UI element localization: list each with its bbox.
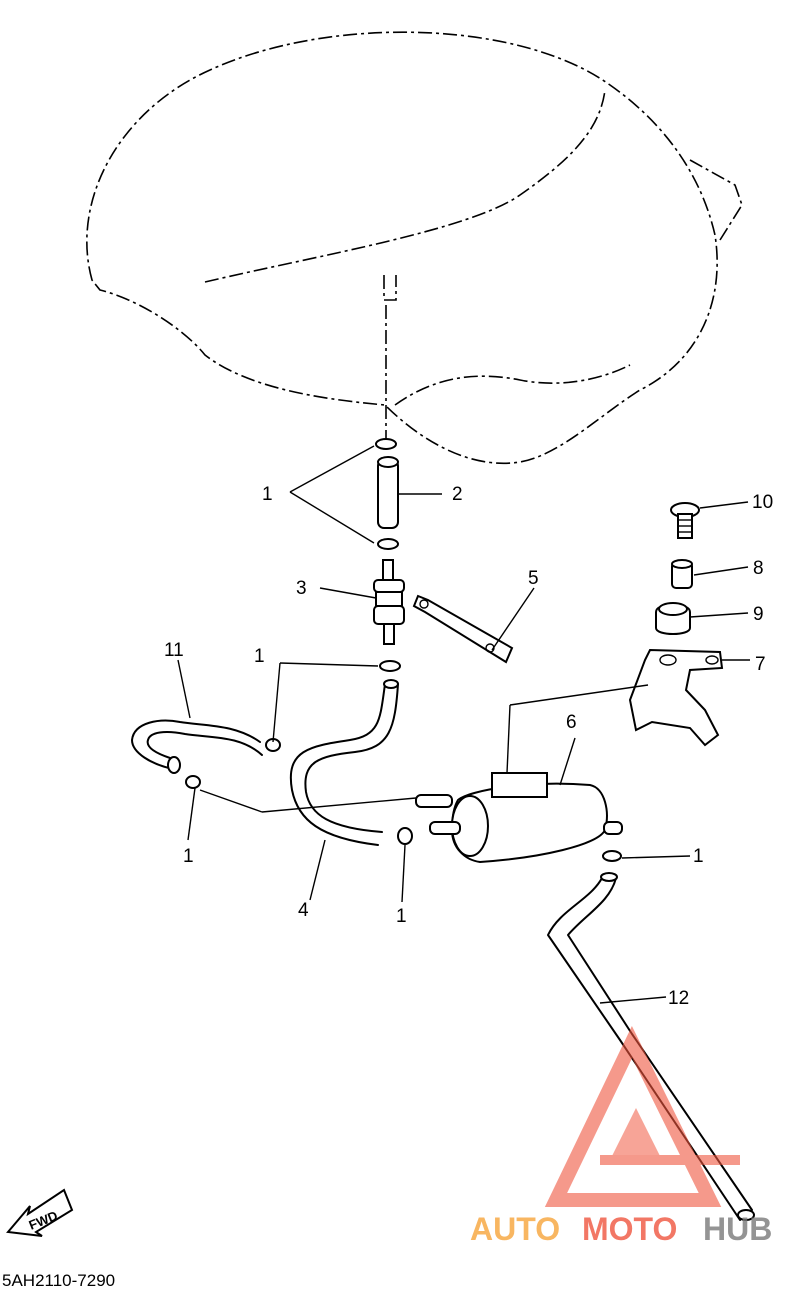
grommet-9 bbox=[655, 602, 691, 635]
callout-1: 1 bbox=[183, 846, 194, 867]
hose-clip-1 bbox=[185, 438, 622, 862]
hose-11 bbox=[131, 719, 263, 774]
fuel-filter-3 bbox=[373, 559, 405, 645]
watermark-text-hub: HUB bbox=[703, 1211, 772, 1247]
callout-7: 7 bbox=[755, 654, 766, 675]
fwd-arrow: FWD bbox=[6, 1188, 74, 1237]
hose-12 bbox=[547, 872, 755, 1221]
strap-5 bbox=[412, 594, 514, 664]
callout-1: 1 bbox=[396, 906, 407, 927]
diagram-code: 5AH2110-7290 bbox=[2, 1271, 115, 1290]
fuel-tank bbox=[86, 31, 743, 464]
callouts: 1 2 3 5 1 11 1 4 1 6 1 12 7 9 8 10 bbox=[164, 484, 773, 1009]
screw-10 bbox=[670, 502, 700, 539]
callout-11: 11 bbox=[164, 640, 184, 661]
callout-5: 5 bbox=[528, 568, 539, 589]
watermark-logo bbox=[544, 1026, 740, 1207]
callout-6: 6 bbox=[566, 712, 577, 733]
callout-1: 1 bbox=[254, 646, 265, 667]
callout-8: 8 bbox=[753, 558, 764, 579]
bracket-7 bbox=[628, 648, 724, 747]
collar-8 bbox=[671, 559, 693, 589]
callout-12: 12 bbox=[668, 988, 689, 1009]
watermark-text-moto: MOTO bbox=[582, 1211, 677, 1247]
callout-1: 1 bbox=[693, 846, 704, 867]
canister-6 bbox=[415, 772, 623, 864]
watermark-text-auto: AUTO bbox=[470, 1211, 560, 1247]
hose-4 bbox=[289, 679, 399, 846]
callout-4: 4 bbox=[298, 900, 309, 921]
callout-9: 9 bbox=[753, 604, 764, 625]
callout-10: 10 bbox=[752, 492, 773, 513]
callout-3: 3 bbox=[296, 578, 307, 599]
callout-1: 1 bbox=[262, 484, 273, 505]
hose-2 bbox=[377, 456, 399, 529]
callout-2: 2 bbox=[452, 484, 463, 505]
leader-lines bbox=[177, 445, 750, 1004]
